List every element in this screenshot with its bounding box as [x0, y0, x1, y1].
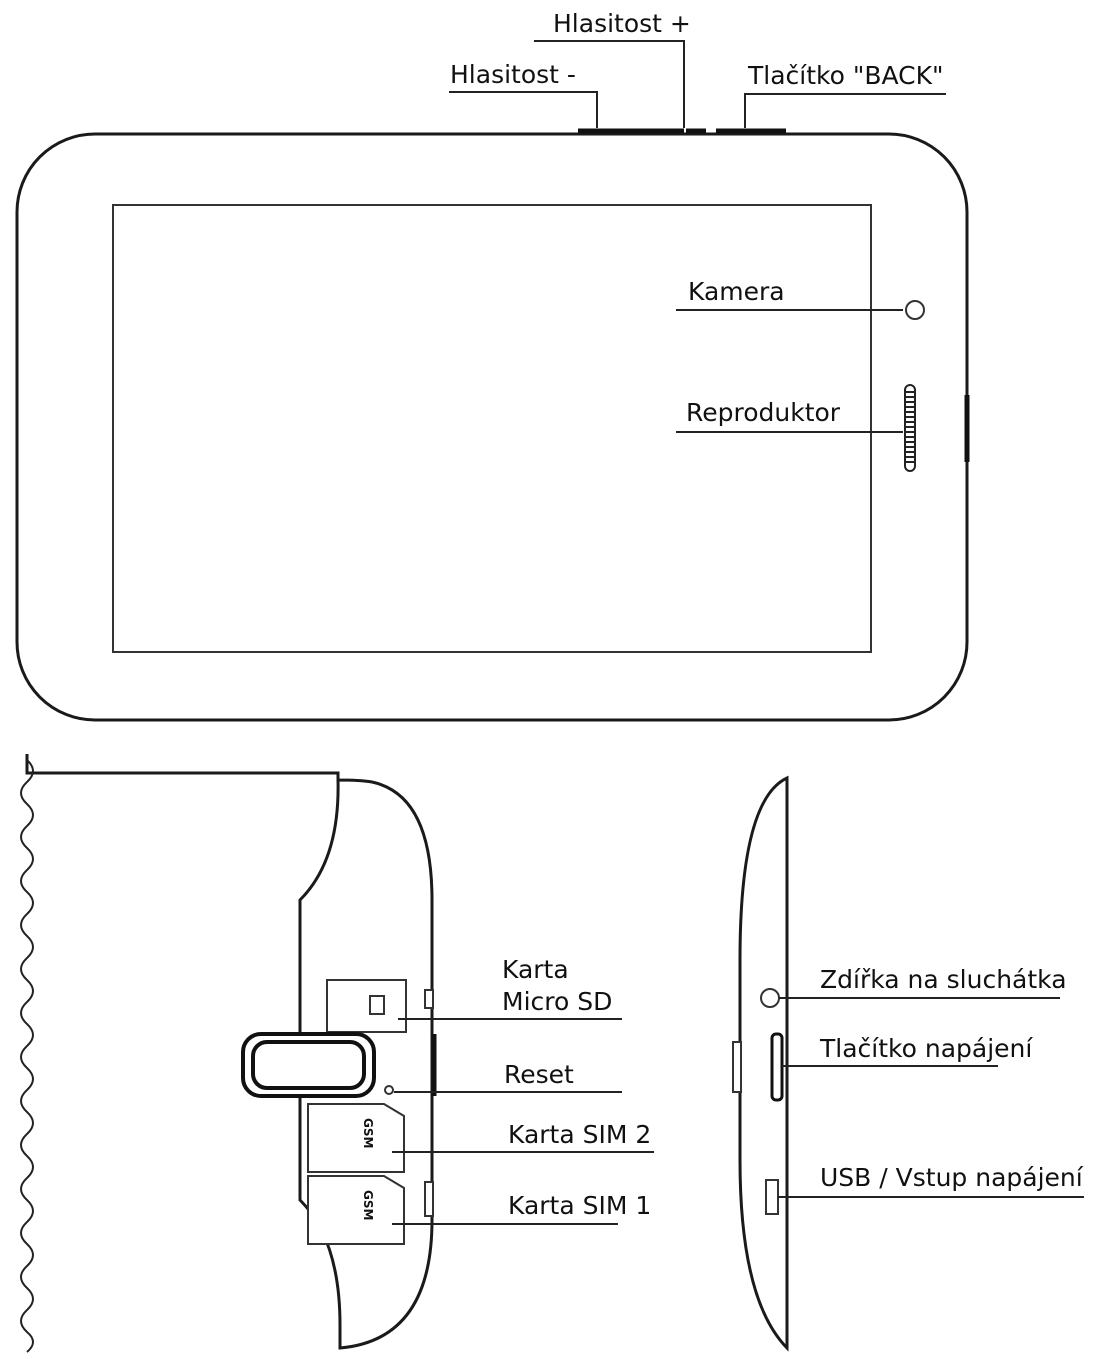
label-volume-plus: Hlasitost + [553, 9, 691, 38]
sim2-gsm-text: GSM [361, 1118, 375, 1148]
label-microsd-line1: Karta [502, 955, 569, 984]
label-sim2: Karta SIM 2 [508, 1120, 651, 1149]
oval-button-inner [251, 1040, 366, 1090]
headphone-jack-icon [760, 988, 780, 1008]
label-headphone-jack: Zdířka na sluchátka [820, 965, 1067, 994]
label-volume-minus: Hlasitost - [450, 60, 576, 89]
microsd-slot [326, 979, 407, 1033]
leader-volume-minus [449, 91, 598, 128]
label-microsd-line2: Micro SD [502, 987, 612, 1016]
sim1-slot [307, 1175, 405, 1245]
label-back-button: Tlačítko "BACK" [747, 61, 944, 90]
label-sim1: Karta SIM 1 [508, 1191, 651, 1220]
microsd-card-icon [369, 995, 385, 1015]
label-power-button: Tlačítko napájení [819, 1034, 1033, 1063]
tablet-screen [112, 204, 872, 653]
power-button-back-bump [732, 1041, 742, 1093]
label-reset: Reset [504, 1060, 574, 1089]
microsd-side-notch [424, 989, 434, 1009]
sim-side-notch [424, 1181, 434, 1217]
camera-icon [905, 300, 925, 320]
wavy-break-edge [20, 759, 34, 1353]
tablet-front-view: Hlasitost + Hlasitost - Tlačítko "BACK" … [15, 9, 970, 722]
sim1-gsm-text: GSM [361, 1190, 375, 1220]
label-speaker: Reproduktor [686, 398, 841, 427]
leader-back [744, 93, 946, 128]
power-button [770, 1032, 784, 1102]
tablet-edge-profile: Zdířka na sluchátka Tlačítko napájení US… [732, 775, 1084, 1352]
reset-hole-icon [384, 1085, 394, 1095]
label-usb-power: USB / Vstup napájení [820, 1163, 1084, 1192]
tablet-side-detail: GSM GSM Karta Micro SD Reset Karta SIM 2… [20, 754, 654, 1353]
usb-port-icon [765, 1179, 779, 1215]
sim2-slot [307, 1103, 405, 1173]
speaker-grille-icon [904, 384, 916, 472]
leader-volume-plus [534, 40, 685, 128]
label-camera: Kamera [688, 277, 785, 306]
